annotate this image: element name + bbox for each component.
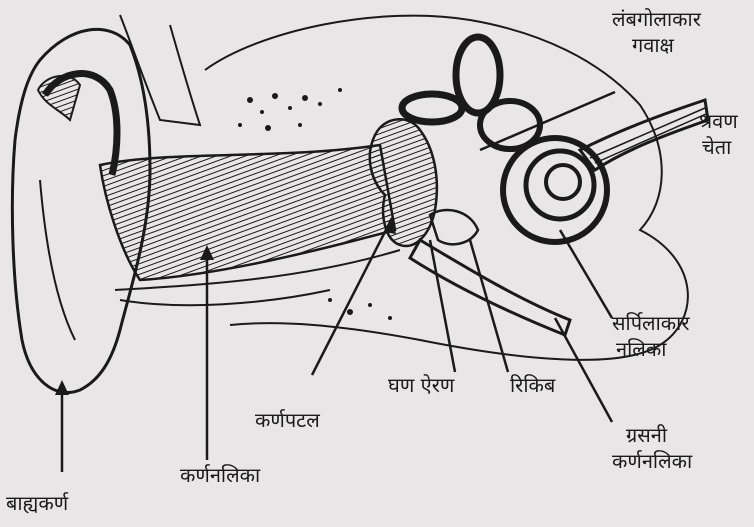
label-oval-window: लंबगोलाकार गवाक्ष xyxy=(612,6,701,58)
label-ear-canal: कर्णनलिका xyxy=(180,462,260,488)
pointer-eustachian xyxy=(555,318,612,422)
label-oval-window-line1: लंबगोलाकार xyxy=(612,6,701,32)
ear-canal-shape xyxy=(100,145,395,280)
label-auditory-nerve-line1: श्रवण xyxy=(698,108,738,134)
label-eustachian-tube-line1: ग्रसनी xyxy=(612,422,692,448)
label-outer-ear: बाह्यकर्ण xyxy=(6,490,68,516)
label-cochlea-line1: सर्पिलाकार xyxy=(612,310,690,336)
cochlea-inner xyxy=(546,165,580,199)
pinna-lobe-line xyxy=(40,180,75,340)
label-cochlea-line2: नलिका xyxy=(612,336,690,362)
label-malleus-incus: घण ऐरण xyxy=(388,372,454,398)
stapes-shape xyxy=(430,210,478,244)
label-oval-window-line2: गवाक्ष xyxy=(612,32,701,58)
label-eardrum: कर्णपटल xyxy=(255,407,320,433)
canal-lower-wall xyxy=(120,290,330,305)
label-auditory-nerve: श्रवण चेता xyxy=(698,108,738,160)
semicircular-canal-2 xyxy=(402,94,462,122)
pinna-helix-fill xyxy=(38,76,80,120)
label-eustachian-tube-line2: कर्णनलिका xyxy=(612,448,692,474)
label-auditory-nerve-line2: चेता xyxy=(698,134,738,160)
cochlea-middle xyxy=(526,151,594,219)
label-cochlea: सर्पिलाकार नलिका xyxy=(612,310,690,362)
skull-outline xyxy=(120,15,200,125)
label-eustachian-tube: ग्रसनी कर्णनलिका xyxy=(612,422,692,474)
pointer-cochlea xyxy=(560,230,612,318)
label-stapes: रिकिब xyxy=(510,372,555,398)
eustachian-tube-shape xyxy=(410,240,570,335)
